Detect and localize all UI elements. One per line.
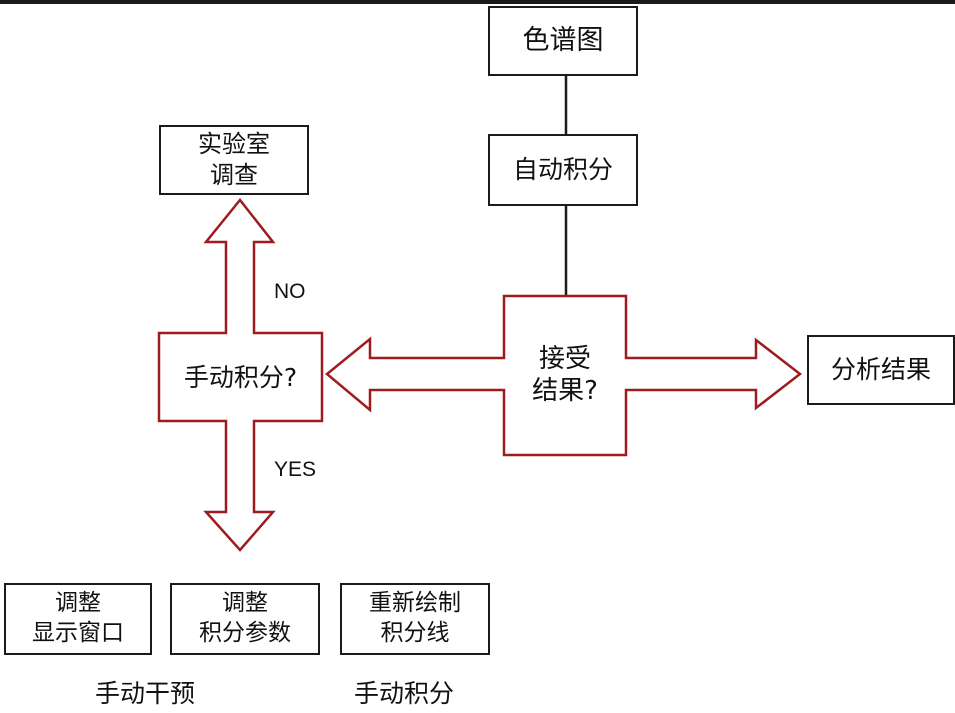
adjust-params-label: 调整 积分参数: [199, 590, 291, 646]
yes-label: YES: [274, 458, 317, 481]
redraw-baseline-label: 重新绘制 积分线: [369, 590, 461, 646]
lab-investigation-box: 实验室 调查: [159, 125, 309, 195]
adjust-display-label: 调整 显示窗口: [32, 590, 124, 646]
auto-integration-box: 自动积分: [488, 134, 638, 206]
accept-decision-arrow-shape: [325, 294, 803, 457]
adjust-params-box: 调整 积分参数: [170, 583, 320, 655]
auto-integration-label: 自动积分: [512, 155, 613, 185]
analysis-result-box: 分析结果: [807, 335, 955, 405]
manual-decision-arrow-shape: [157, 197, 324, 552]
chromatogram-label: 色谱图: [522, 25, 604, 57]
lab-investigation-label: 实验室 调查: [198, 129, 270, 189]
manual-intervention-caption: 手动干预: [95, 679, 196, 708]
adjust-display-box: 调整 显示窗口: [4, 583, 152, 655]
no-label: NO: [274, 280, 306, 303]
manual-integration-caption: 手动积分: [354, 679, 455, 708]
accept-result-label: 接受 结果?: [532, 343, 598, 407]
redraw-baseline-box: 重新绘制 积分线: [340, 583, 490, 655]
manual-integration-question: 手动积分?: [183, 363, 298, 393]
top-border: [0, 0, 955, 4]
chromatogram-box: 色谱图: [488, 6, 638, 76]
analysis-result-label: 分析结果: [830, 355, 931, 385]
